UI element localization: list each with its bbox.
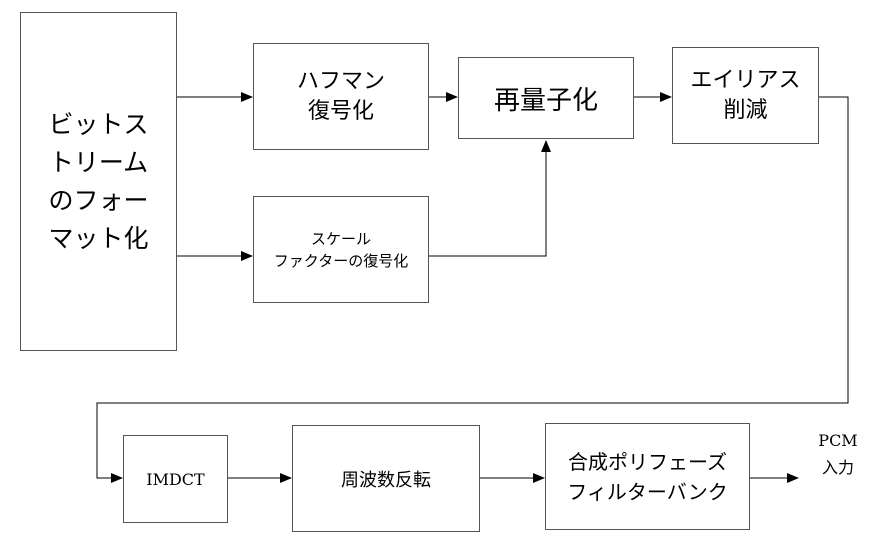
scalefactor-decode-label: スケール ファクターの復号化 (273, 229, 409, 270)
pcm-output-label: PCM 入力 (818, 431, 858, 477)
alias-reduction-block: エイリアス 削減 (672, 47, 819, 144)
huffman-decode-block: ハフマン 復号化 (253, 43, 429, 150)
synthesis-filterbank-block: 合成ポリフェーズ フィルターバンク (545, 423, 750, 530)
imdct-label: IMDCT (146, 469, 205, 489)
bitstream-format-block: ビットス トリーム のフォー マット化 (20, 12, 177, 351)
imdct-block: IMDCT (123, 435, 228, 523)
scalefactor-decode-block: スケール ファクターの復号化 (253, 196, 429, 303)
bitstream-format-label: ビットス トリーム のフォー マット化 (48, 109, 149, 253)
requantize-block: 再量子化 (458, 57, 634, 139)
frequency-inversion-block: 周波数反転 (292, 425, 480, 532)
frequency-inversion-label: 周波数反転 (341, 469, 431, 491)
alias-reduction-label: エイリアス 削減 (690, 67, 801, 123)
huffman-decode-label: ハフマン 復号化 (296, 68, 385, 124)
requantize-label: 再量子化 (493, 85, 598, 116)
synthesis-filterbank-label: 合成ポリフェーズ フィルターバンク (567, 449, 728, 504)
arrow-alias-to-imdct (96, 96, 849, 483)
arrow-scalefactor-to-requantize (429, 140, 551, 257)
